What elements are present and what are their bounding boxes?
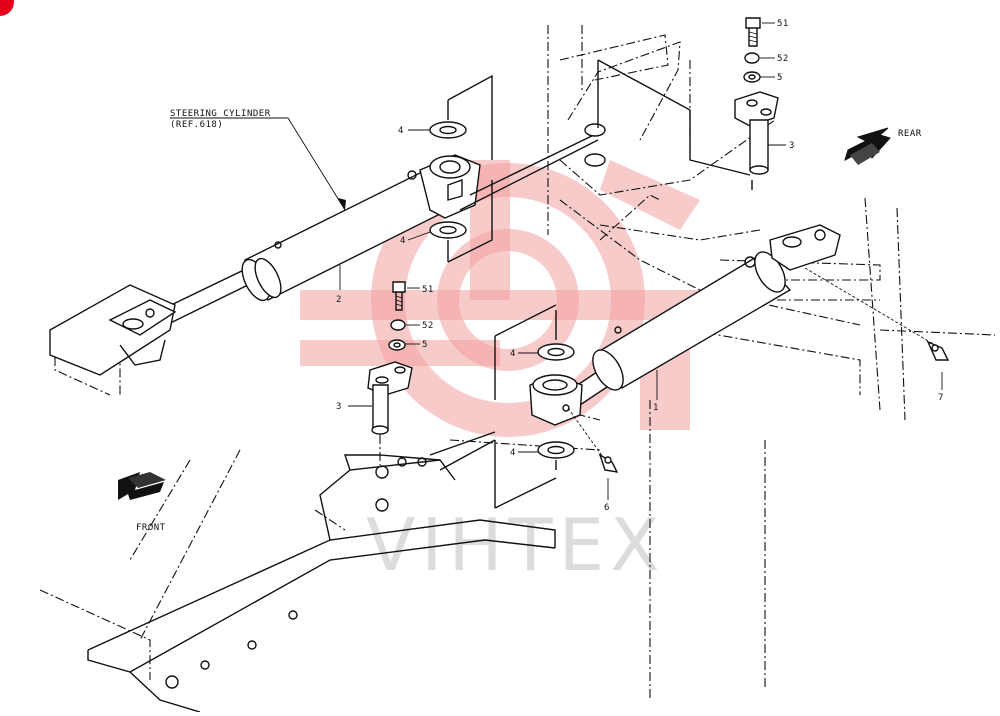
steering-cylinder-2 xyxy=(49,154,481,376)
callout-3-right: 3 xyxy=(789,141,795,151)
callout-4-c: 4 xyxy=(510,349,516,359)
callout-4-b: 4 xyxy=(400,236,406,246)
callout-4-d: 4 xyxy=(510,448,516,458)
callout-5-right: 5 xyxy=(777,73,783,83)
callout-3-left: 3 xyxy=(336,402,342,412)
corner-badge xyxy=(0,0,14,16)
steering-cylinder-leader xyxy=(170,117,346,211)
front-label: FRONT xyxy=(136,523,166,533)
callout-52-right: 52 xyxy=(777,54,789,64)
grease-fitting-7 xyxy=(804,267,950,361)
steering-cylinder-ref: (REF.618) xyxy=(170,120,223,130)
steering-cylinder-label: STEERING CYLINDER xyxy=(170,109,271,119)
pin-assembly-right xyxy=(734,17,779,190)
callout-1: 1 xyxy=(653,403,659,413)
frame-outline xyxy=(39,25,996,700)
rear-label: REAR xyxy=(898,129,922,139)
watermark-text: VIHTEX xyxy=(366,503,665,587)
grease-fitting-6 xyxy=(567,407,619,473)
crossmember xyxy=(87,454,556,713)
callout-52-left: 52 xyxy=(422,321,434,331)
callout-2: 2 xyxy=(336,295,342,305)
rear-arrow-icon xyxy=(844,127,891,165)
callout-51-right: 51 xyxy=(777,19,789,29)
callout-51-left: 51 xyxy=(422,285,434,295)
front-arrow-icon xyxy=(118,472,166,500)
callout-5-left: 5 xyxy=(422,340,428,350)
callout-7: 7 xyxy=(938,393,944,403)
callout-6: 6 xyxy=(604,503,610,513)
steering-cylinder-1 xyxy=(529,224,841,426)
callout-leaders xyxy=(339,22,943,500)
washers-4 xyxy=(429,59,751,509)
callout-4-a: 4 xyxy=(398,126,404,136)
